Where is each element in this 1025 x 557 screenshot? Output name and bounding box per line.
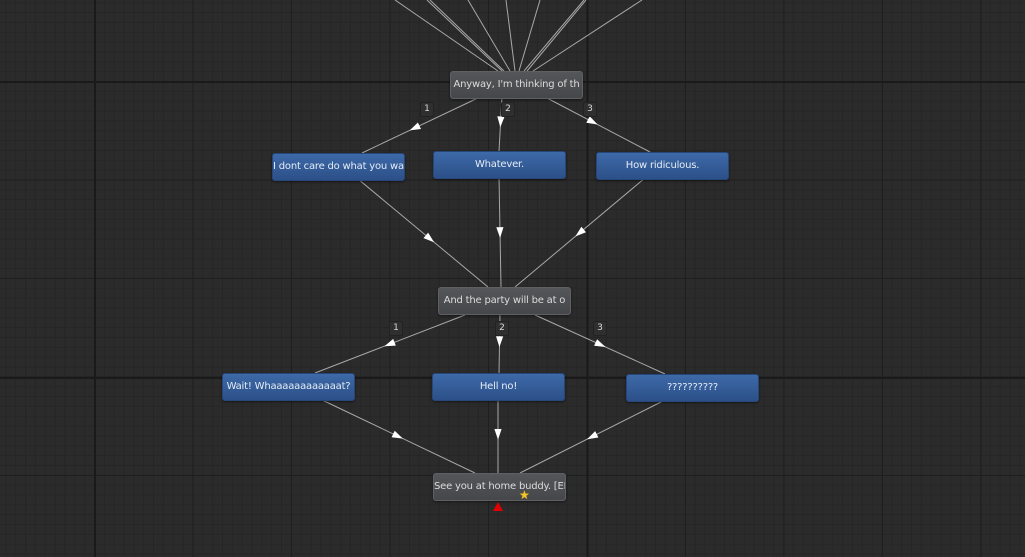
incoming-edge[interactable] [426, 0, 503, 72]
incoming-edge[interactable] [467, 0, 511, 72]
incoming-edge[interactable] [523, 0, 585, 72]
arrow-icon [586, 116, 598, 125]
choice-badge-2: 2 [495, 321, 509, 336]
arrow-icon [494, 429, 502, 440]
arrow-icon [391, 430, 403, 439]
arrow-icon [423, 232, 435, 243]
arrow-icon [575, 226, 586, 237]
choice-badge-2: 2 [501, 102, 515, 117]
start-marker-icon [493, 502, 503, 511]
dialogue-node-see-you-at-home[interactable]: See you at home buddy. [EN [433, 473, 566, 501]
incoming-edge[interactable] [532, 0, 643, 72]
choice-node-dont-care[interactable]: I dont care do what you wa [272, 153, 405, 181]
arrow-icon [496, 336, 504, 348]
arrow-icon [497, 116, 505, 128]
arrow-icon [384, 338, 396, 347]
arrow-icon [587, 431, 599, 440]
choice-badge-3: 3 [593, 321, 607, 336]
arrow-icon [409, 122, 421, 131]
edge-n0-c1[interactable] [361, 96, 481, 154]
incoming-edge[interactable] [518, 0, 541, 72]
incoming-edge[interactable] [394, 0, 499, 72]
star-icon: ★ [519, 488, 530, 502]
edge-c1-n1[interactable] [357, 178, 489, 288]
incoming-edge[interactable] [505, 0, 516, 72]
choice-node-how-ridiculous[interactable]: How ridiculous. [596, 152, 729, 180]
incoming-edge[interactable] [429, 0, 505, 72]
choice-node-hell-no[interactable]: Hell no! [432, 373, 565, 401]
arrow-icon [496, 227, 504, 238]
choice-badge-1: 1 [420, 102, 434, 117]
choice-badge-3: 3 [583, 102, 597, 117]
edge-n0-c3[interactable] [544, 96, 651, 153]
choice-node-wait-what[interactable]: Wait! Whaaaaaaaaaaaat? [222, 373, 355, 401]
dialogue-node-anyway[interactable]: Anyway, I'm thinking of th [450, 71, 583, 99]
arrow-icon [594, 339, 606, 347]
choice-badge-1: 1 [389, 321, 403, 336]
dialogue-node-party[interactable]: And the party will be at o [438, 287, 571, 315]
choice-node-whatever[interactable]: Whatever. [433, 151, 566, 179]
choice-node-question-marks[interactable]: ?????????? [626, 374, 759, 402]
incoming-edge[interactable] [526, 0, 587, 72]
